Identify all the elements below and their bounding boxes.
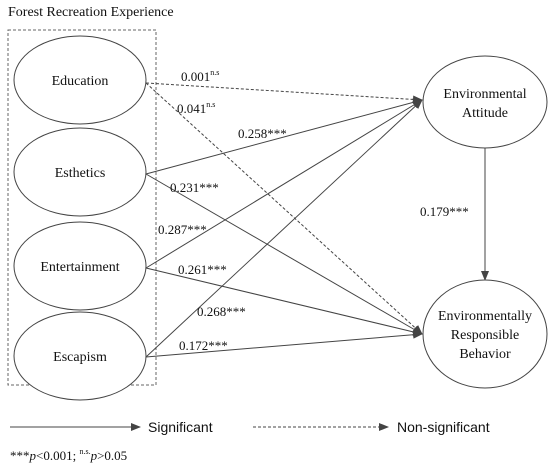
significance-footnote: ***p<0.001; n.s.p>0.05 [10, 447, 127, 463]
paths-layer [145, 82, 489, 358]
coef-escapism-attitude: 0.268*** [197, 304, 246, 319]
path-escapism-to-attitude [145, 99, 423, 358]
node-behavior-line-1: Environmentally [438, 309, 532, 324]
diagram-title: Forest Recreation Experience [8, 5, 174, 20]
node-education-label: Education [52, 74, 109, 89]
path-education-to-attitude [145, 82, 423, 104]
legend-significant-label: Significant [148, 419, 213, 435]
path-escapism-to-behavior [145, 330, 423, 358]
node-escapism: Escapism [13, 311, 147, 401]
node-attitude-line-2: Attitude [462, 106, 508, 121]
path-entertainment-to-attitude [145, 99, 423, 269]
coefficient-labels: 0.001n.s 0.041n.s 0.258*** 0.231*** 0.28… [158, 68, 469, 353]
node-environmental-attitude: Environmental Attitude [422, 55, 548, 149]
node-attitude-line-1: Environmental [443, 87, 526, 102]
node-esthetics-label: Esthetics [55, 166, 106, 181]
coef-entertainment-attitude: 0.287*** [158, 222, 207, 237]
path-esthetics-to-attitude [145, 98, 423, 175]
coef-education-attitude: 0.001n.s [181, 68, 219, 84]
node-behavior-line-3: Behavior [459, 347, 511, 362]
node-responsible-behavior: Environmentally Responsible Behavior [422, 279, 548, 389]
coef-esthetics-attitude: 0.258*** [238, 126, 287, 141]
node-entertainment: Entertainment [13, 221, 147, 311]
coef-education-behavior: 0.041n.s [177, 100, 215, 116]
coef-escapism-behavior: 0.172*** [179, 338, 228, 353]
path-esthetics-to-behavior [145, 173, 423, 335]
path-entertainment-to-behavior [145, 267, 423, 336]
coef-entertainment-behavior: 0.261*** [178, 262, 227, 277]
node-education: Education [13, 35, 147, 125]
node-escapism-label: Escapism [53, 350, 107, 365]
coef-esthetics-behavior: 0.231*** [170, 180, 219, 195]
node-entertainment-label: Entertainment [40, 260, 119, 275]
node-esthetics: Esthetics [13, 127, 147, 217]
path-education-to-behavior [145, 82, 423, 335]
coef-attitude-behavior: 0.179*** [420, 204, 469, 219]
node-behavior-line-2: Responsible [451, 328, 519, 343]
legend-nonsignificant-label: Non-significant [397, 419, 490, 435]
legend: Significant Non-significant [10, 419, 490, 435]
